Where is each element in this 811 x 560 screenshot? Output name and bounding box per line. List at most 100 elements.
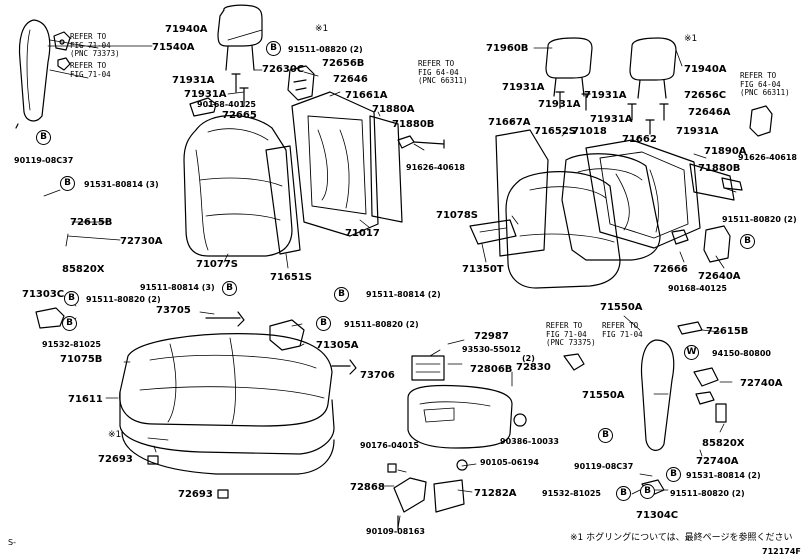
label-71304C: 71304C (636, 510, 679, 521)
label-93530-qty: (2) (522, 354, 535, 363)
side-armrest-right (640, 339, 675, 451)
seat-cushion-upper (119, 333, 333, 427)
label-72806B: 72806B (470, 364, 513, 375)
seatback-right-b (561, 153, 661, 261)
seatback-frame-left (291, 91, 379, 237)
label-71611: 71611 (68, 394, 103, 405)
label-90168-40125-right: 90168-40125 (668, 284, 727, 293)
b-circle: B (616, 486, 631, 501)
footnote: ※1 ホグリングについては、最終ページを参照ください (570, 533, 793, 543)
bracket-72868 (393, 477, 427, 513)
label-91531-80814-b: 91531-80814 (2) (686, 471, 761, 480)
ref-note-3: REFER TO FIG 64-04 (PNC 66311) (418, 59, 468, 85)
latch-72666 (671, 229, 689, 245)
label-72615B-right: 72615B (706, 326, 749, 337)
clip-part (57, 57, 71, 71)
label-71931A-f: 71931A (590, 114, 633, 125)
label-91626-40618-right: 91626-40618 (738, 153, 797, 162)
b-circle: B (60, 176, 75, 191)
leader-lines (43, 29, 737, 529)
seat-cushion-frame (119, 391, 335, 455)
label-71078S: 71078S (436, 210, 478, 221)
headrest-right (629, 37, 677, 81)
hinge-71282A (433, 479, 465, 513)
ref-note-5: REFER TO FIG 71-04 (PNC 73375) (546, 321, 596, 347)
wire-73705 (205, 311, 245, 327)
label-90386-10033: 90386-10033 (500, 437, 559, 446)
label-71880A: 71880A (372, 104, 415, 115)
cup-holder-72806B (411, 355, 445, 381)
b-circle: B (740, 234, 755, 249)
seatback-right-a (505, 171, 621, 289)
label-90119-08C37-right: 90119-08C37 (574, 462, 634, 471)
screw-90386 (513, 413, 527, 427)
label-71661A: 71661A (345, 90, 388, 101)
label-72868: 72868 (350, 482, 385, 493)
label-71931A-a: 71931A (172, 75, 215, 86)
label-71940A-right: 71940A (684, 64, 727, 75)
b-circle: B (266, 41, 281, 56)
label-72730A: 72730A (120, 236, 163, 247)
wire-73706 (331, 359, 357, 375)
label-73705: 73705 (156, 305, 191, 316)
headrest-left (217, 4, 263, 47)
seatback-back-frame (495, 129, 549, 257)
ref-note-6: REFER TO FIG 71-04 (602, 321, 643, 339)
label-71550A-top: 71550A (600, 302, 643, 313)
clip-ref (563, 353, 585, 371)
b-circle: B (640, 484, 655, 499)
label-71075B: 71075B (60, 354, 103, 365)
b-circle: B (316, 316, 331, 331)
seatback-right-frame (585, 139, 701, 249)
label-71540A: 71540A (152, 42, 195, 53)
label-72987: 72987 (474, 331, 509, 342)
label-72740A-a: 72740A (740, 378, 783, 389)
note-marker-top: ※1 (315, 24, 328, 34)
label-72656B: 72656B (322, 58, 365, 69)
label-71018: 71018 (572, 126, 607, 137)
label-72693-b: 72693 (178, 489, 213, 500)
seatback-left (183, 114, 293, 257)
headrest-center (545, 37, 593, 79)
label-73706: 73706 (360, 370, 395, 381)
label-71931A-g: 71931A (676, 126, 719, 137)
seatback-side-left (265, 145, 301, 255)
label-72666: 72666 (653, 264, 688, 275)
b-circle: B (334, 287, 349, 302)
label-72740A-b: 72740A (696, 456, 739, 467)
label-90105-06194: 90105-06194 (480, 458, 539, 467)
label-90109-08163: 90109-08163 (366, 527, 425, 536)
label-91531-80814-a: 91531-80814 (3) (84, 180, 159, 189)
label-71305A: 71305A (316, 340, 359, 351)
label-90119-08C37-left: 90119-08C37 (14, 156, 74, 165)
label-72630C: 72630C (262, 64, 305, 75)
label-71662: 71662 (622, 134, 657, 145)
corner-mark: S- (8, 538, 16, 547)
b-circle: B (62, 316, 77, 331)
label-85820X-right: 85820X (702, 438, 745, 449)
label-72640A: 72640A (698, 271, 741, 282)
label-71940A-left: 71940A (165, 24, 208, 35)
label-71017: 71017 (345, 228, 380, 239)
label-71077S: 71077S (196, 259, 238, 270)
label-72830: 72830 (516, 362, 551, 373)
label-72615B-left: 72615B (70, 217, 113, 228)
latch-72640A (703, 225, 731, 263)
clip-85820X (715, 403, 727, 423)
ref-note-2: REFER TO FIG 71-04 (70, 61, 111, 79)
label-71550A-bottom: 71550A (582, 390, 625, 401)
label-72693-a: 72693 (98, 454, 133, 465)
label-91511-80814-c: 91511-80814 (2) (366, 290, 441, 299)
b-circle: B (64, 291, 79, 306)
note-marker-text: ※1 (315, 24, 329, 34)
label-71880B-right: 71880B (698, 163, 741, 174)
label-71931A-c: 71931A (502, 82, 545, 93)
label-71282A: 71282A (474, 488, 517, 499)
clip-72693b (217, 489, 229, 499)
label-85820X-left: 85820X (62, 264, 105, 275)
label-91511-08820-a: 91511-08820 (2) (288, 45, 363, 54)
ref-note-4: REFER TO FIG 64-04 (PNC 66311) (740, 71, 790, 97)
clip-72693a (147, 455, 159, 465)
